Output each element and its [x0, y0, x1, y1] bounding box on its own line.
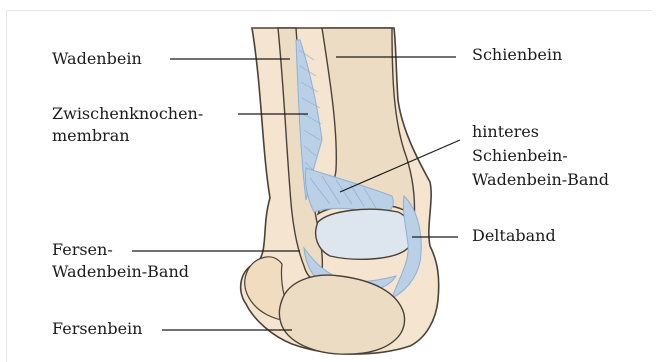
label-fersen-wadenbein-line1: Fersen- [52, 240, 113, 260]
label-wadenbein: Wadenbein [52, 49, 142, 69]
label-schienbein: Schienbein [472, 45, 562, 65]
label-fersen-wadenbein-line2: Wadenbein-Band [52, 262, 189, 282]
label-zwischenknochen-line1: Zwischenknochen- [52, 104, 203, 124]
talus-bone [316, 209, 412, 259]
label-hinteres-line1: hinteres [472, 122, 539, 142]
label-hinteres-line3: Wadenbein-Band [472, 170, 609, 190]
label-deltaband: Deltaband [472, 226, 556, 246]
label-hinteres-line2: Schienbein- [472, 146, 568, 166]
label-fersenbein: Fersenbein [52, 319, 142, 339]
label-zwischenknochen-line2: membran [52, 126, 130, 146]
